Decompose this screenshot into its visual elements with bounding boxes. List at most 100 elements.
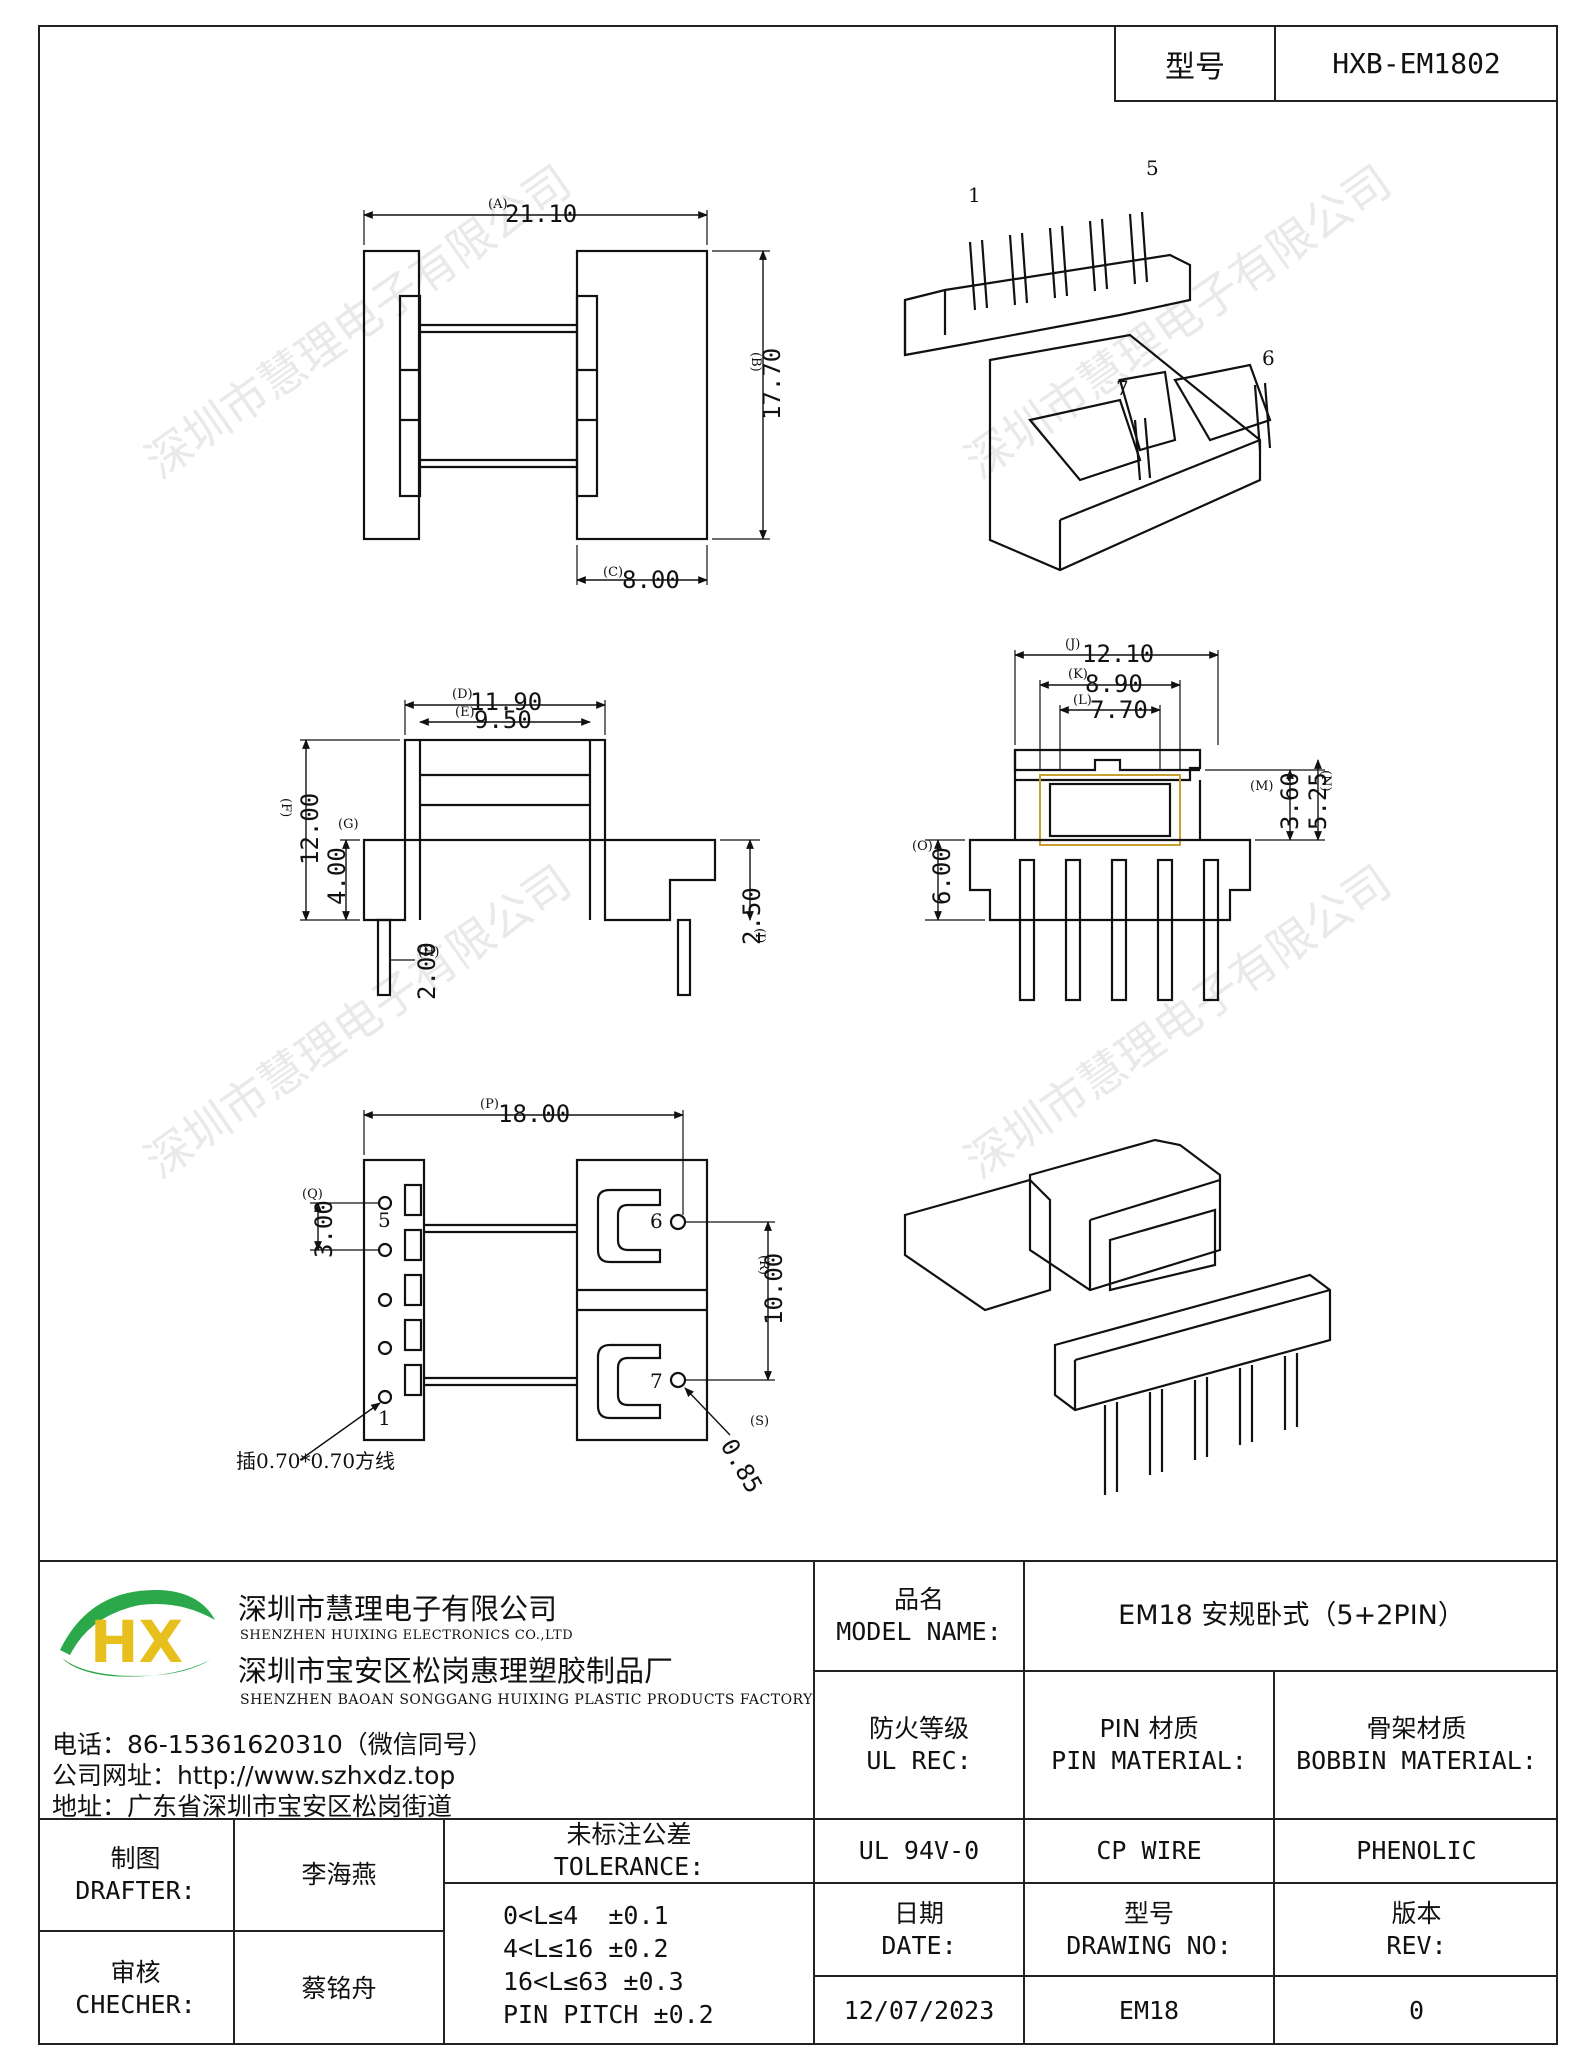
bobbin-material-en: BOBBIN MATERIAL:: [1296, 1746, 1537, 1775]
bottom-pin-label-7: 7: [650, 1369, 663, 1393]
tolerance-line-1: 0<L≤4 ±0.1: [503, 1900, 669, 1930]
tolerance-line-3: 16<L≤63 ±0.3: [503, 1966, 684, 1996]
watermark-group: 深圳市慧理电子有限公司 深圳市慧理电子有限公司 深圳市慧理电子有限公司 深圳市慧…: [135, 155, 1400, 1189]
date-value: 12/07/2023: [843, 1996, 995, 2025]
dim-d: 11.90: [470, 688, 542, 716]
pin-note: 插0.70*0.70方线: [236, 1449, 395, 1473]
tolerance-table: 0<L≤4 ±0.1 4<L≤16 ±0.2 16<L≤63 ±0.3 PIN …: [445, 1884, 813, 2045]
tb-hline-5: [813, 1975, 1558, 1977]
date-cn: 日期: [893, 1898, 944, 1928]
dim-c: 8.00: [622, 566, 680, 594]
dim-o: 6.00: [928, 847, 956, 905]
drafter-cn: 制图: [110, 1844, 161, 1873]
dim-k: 8.90: [1085, 670, 1143, 698]
tag-m: (M): [1250, 779, 1273, 794]
bobbin-material-value: PHENOLIC: [1356, 1836, 1477, 1865]
pin-label-6: 6: [1262, 346, 1275, 370]
dim-p: 18.00: [498, 1100, 570, 1128]
company-address: 地址：广东省深圳市宝安区松岗街道: [52, 1792, 453, 1821]
company-name-en: SHENZHEN HUIXING ELECTRONICS CO.,LTD: [240, 1628, 574, 1643]
dim-g: 4.00: [323, 847, 351, 905]
watermark-2: 深圳市慧理电子有限公司: [955, 155, 1400, 489]
pin-label-7: 7: [1116, 376, 1129, 400]
tag-i: (I): [752, 928, 767, 943]
tolerance-line-2: 4<L≤16 ±0.2: [503, 1933, 669, 1963]
bottom-pin-label-6: 6: [650, 1209, 663, 1233]
pin-material-cn: PIN 材质: [1099, 1714, 1199, 1743]
tag-d: (D): [452, 687, 473, 702]
dim-r: 10.00: [760, 1253, 788, 1325]
checker-cn: 审核: [110, 1957, 161, 1987]
bottom-pin-label-1: 1: [378, 1406, 391, 1430]
dim-m: 3.60: [1276, 772, 1304, 830]
rev-cn: 版本: [1391, 1898, 1442, 1928]
dim-j: 12.10: [1082, 640, 1154, 668]
tag-j: (J): [1065, 637, 1080, 652]
tag-b: (B): [748, 352, 763, 372]
isometric-view-top: [903, 211, 1272, 572]
pin-material-en: PIN MATERIAL:: [1051, 1746, 1247, 1775]
company-website: 公司网址：http://www.szhxdz.top: [52, 1761, 456, 1790]
tag-r: (R): [756, 1255, 771, 1275]
date-en: DATE:: [881, 1930, 957, 1960]
dim-e: 9.50: [474, 706, 532, 734]
dim-s: 0.85: [715, 1434, 768, 1498]
dim-f: 12.00: [296, 793, 324, 865]
model-name-value: EM18 安规卧式（5+2PIN）: [1118, 1600, 1465, 1631]
tag-k: (K): [1068, 667, 1088, 682]
tb-vline-5: [443, 1818, 445, 2045]
tag-s: (S): [750, 1414, 769, 1429]
logo-swoosh-top: [60, 1589, 215, 1655]
factory-name-cn: 深圳市宝安区松岗惠理塑胶制品厂: [238, 1654, 674, 1688]
dim-n: 5.25: [1304, 772, 1332, 830]
model-value: HXB-EM1802: [1332, 47, 1501, 80]
watermark-3: 深圳市慧理电子有限公司: [135, 855, 580, 1189]
tag-h: (H): [418, 945, 439, 960]
dim-i: 2.50: [738, 887, 766, 945]
dim-h: 2.00: [413, 942, 441, 1000]
pin-label-5: 5: [1146, 156, 1159, 180]
drafter-name: 李海燕: [301, 1860, 377, 1889]
rev-label: 版本 REV:: [1275, 1884, 1558, 1975]
model-name-cn: 品名: [893, 1585, 944, 1614]
ul-rec-label: 防火等级 UL REC:: [815, 1672, 1023, 1818]
tolerance-label: 未标注公差 TOLERANCE:: [445, 1820, 813, 1882]
rev-en: REV:: [1386, 1930, 1447, 1960]
side-view: [925, 650, 1325, 1002]
ul-rec-cn: 防火等级: [868, 1714, 969, 1743]
dimension-labels: (A) 21.10 17.70 (B) (C) 8.00 (D) 11.90 (…: [236, 156, 1333, 1498]
company-logo: HX: [60, 1589, 215, 1677]
tag-o: (O): [912, 839, 933, 854]
title-block: HX 深圳市慧理电子有限公司 SHENZHEN HUIXING ELECTRON…: [38, 1560, 1558, 2045]
tb-vline-3: [1273, 1670, 1275, 2045]
tag-a: (A): [488, 197, 508, 212]
tb-vline-main: [813, 1560, 815, 2045]
isometric-view-bottom: [903, 1138, 1332, 1495]
dim-q: 3.00: [310, 1200, 338, 1258]
factory-name-en: SHENZHEN BAOAN SONGGANG HUIXING PLASTIC …: [240, 1692, 813, 1708]
date-label: 日期 DATE:: [815, 1884, 1023, 1975]
top-view: [362, 210, 770, 585]
tag-n: (N): [1318, 770, 1333, 792]
checker-label: 审核 CHECHER:: [38, 1932, 233, 2045]
company-phone: 电话：86-15361620310（微信同号）: [52, 1730, 493, 1759]
company-name-cn: 深圳市慧理电子有限公司: [238, 1592, 558, 1626]
tb-hline-tol: [443, 1882, 813, 1884]
tag-e: (E): [455, 705, 475, 720]
pin-material-value: CP WIRE: [1096, 1836, 1202, 1865]
drafter-en: DRAFTER:: [75, 1876, 196, 1905]
dim-l: 7.70: [1090, 696, 1148, 724]
drawing-no-value: EM18: [1118, 1996, 1180, 2025]
bobbin-material-cn: 骨架材质: [1366, 1714, 1467, 1743]
model-name-en: MODEL NAME:: [836, 1617, 1002, 1646]
rev-value: 0: [1408, 1996, 1425, 2025]
bottom-pin-label-5: 5: [378, 1208, 391, 1232]
tb-hline-4: [38, 1930, 443, 1932]
front-view: [300, 700, 760, 997]
drawing-sheet-border: [38, 25, 1558, 2045]
tb-vline-2: [1023, 1560, 1025, 2045]
logo-text: HX: [90, 1608, 183, 1676]
tb-hline-3: [813, 1882, 1558, 1884]
model-label: 型号: [1116, 27, 1276, 100]
tag-q: (Q): [302, 1187, 323, 1202]
